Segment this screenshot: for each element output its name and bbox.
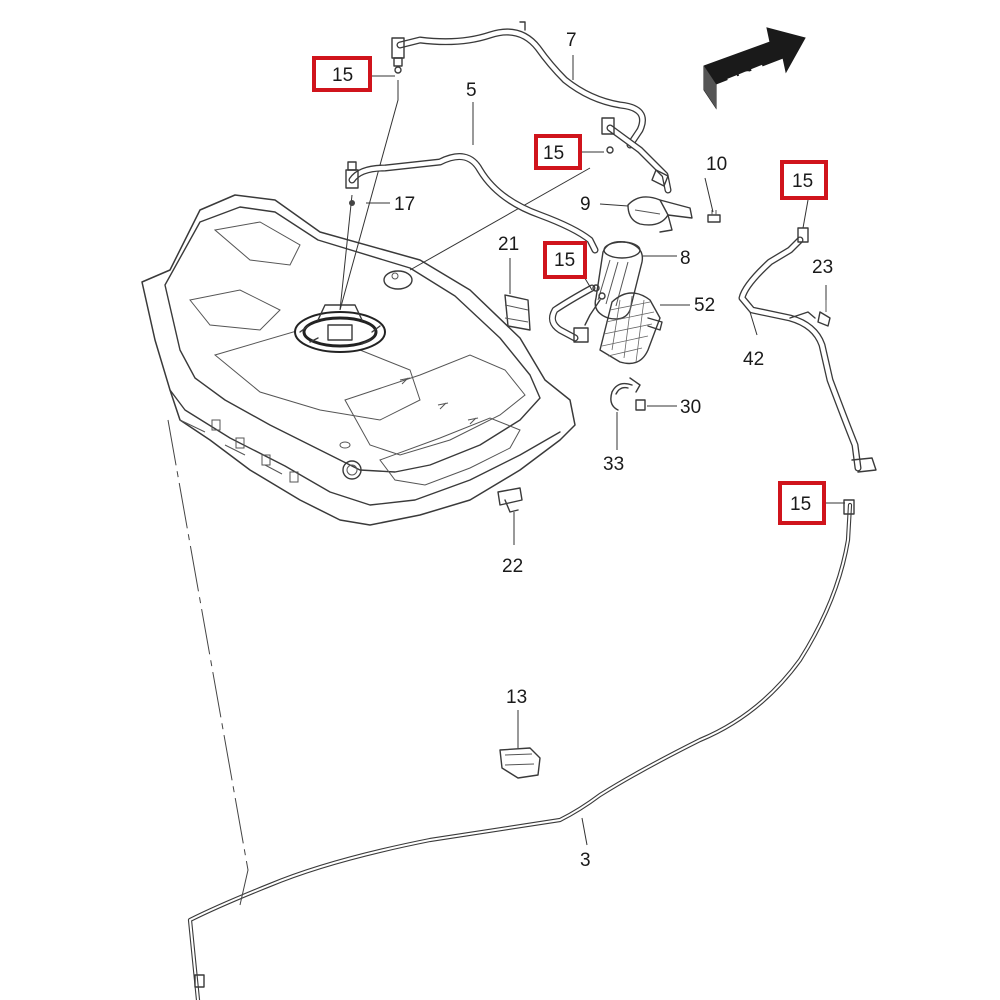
label-part-23: 23 bbox=[812, 257, 833, 278]
highlight-15-middle-label: 15 bbox=[543, 143, 564, 164]
bracket-22 bbox=[497, 487, 523, 513]
clamp-30 bbox=[635, 399, 646, 411]
highlight-15-right-top: 15 bbox=[780, 160, 828, 200]
clip-21 bbox=[504, 294, 531, 331]
label-part-21: 21 bbox=[498, 234, 519, 255]
label-part-13: 13 bbox=[506, 687, 527, 708]
highlight-15-top-left: 15 bbox=[312, 56, 372, 92]
highlight-15-filter-label: 15 bbox=[554, 250, 575, 271]
fuel-pipe-42 bbox=[738, 227, 877, 473]
highlight-15-filter: 15 bbox=[543, 241, 587, 279]
label-part-42: 42 bbox=[743, 349, 764, 370]
label-part-33: 33 bbox=[603, 454, 624, 475]
filter-protector-52 bbox=[599, 292, 663, 365]
fuel-pipe-3 bbox=[187, 499, 855, 1000]
clip-13 bbox=[499, 747, 541, 779]
label-part-3: 3 bbox=[580, 850, 591, 871]
label-part-52: 52 bbox=[694, 295, 715, 316]
hose-elbow bbox=[601, 117, 672, 194]
label-part-8: 8 bbox=[680, 248, 691, 269]
label-part-22: 22 bbox=[502, 556, 523, 577]
bolt-10 bbox=[707, 210, 721, 223]
drain-hose-33 bbox=[610, 377, 641, 411]
highlight-15-top-left-label: 15 bbox=[332, 65, 353, 86]
label-part-17: 17 bbox=[394, 194, 415, 215]
fuel-hose-5 bbox=[345, 153, 599, 254]
filter-bracket-9 bbox=[627, 196, 693, 233]
label-part-7: 7 bbox=[566, 30, 577, 51]
label-part-5: 5 bbox=[466, 80, 477, 101]
highlight-15-right-lower: 15 bbox=[778, 481, 826, 525]
fuel-filter-8 bbox=[584, 241, 644, 326]
filter-inlet-line bbox=[548, 284, 606, 343]
label-part-10: 10 bbox=[706, 154, 727, 175]
front-direction-arrow: FRT bbox=[703, 27, 806, 110]
fuel-pump-module bbox=[294, 304, 386, 353]
label-part-9: 9 bbox=[580, 194, 591, 215]
highlight-15-right-lower-label: 15 bbox=[790, 494, 811, 515]
fuel-hose-7 bbox=[391, 21, 646, 149]
centerline bbox=[167, 419, 249, 906]
clip-23 bbox=[817, 300, 831, 327]
highlight-15-middle: 15 bbox=[534, 134, 582, 170]
label-part-30: 30 bbox=[680, 397, 701, 418]
highlight-15-right-top-label: 15 bbox=[792, 171, 813, 192]
